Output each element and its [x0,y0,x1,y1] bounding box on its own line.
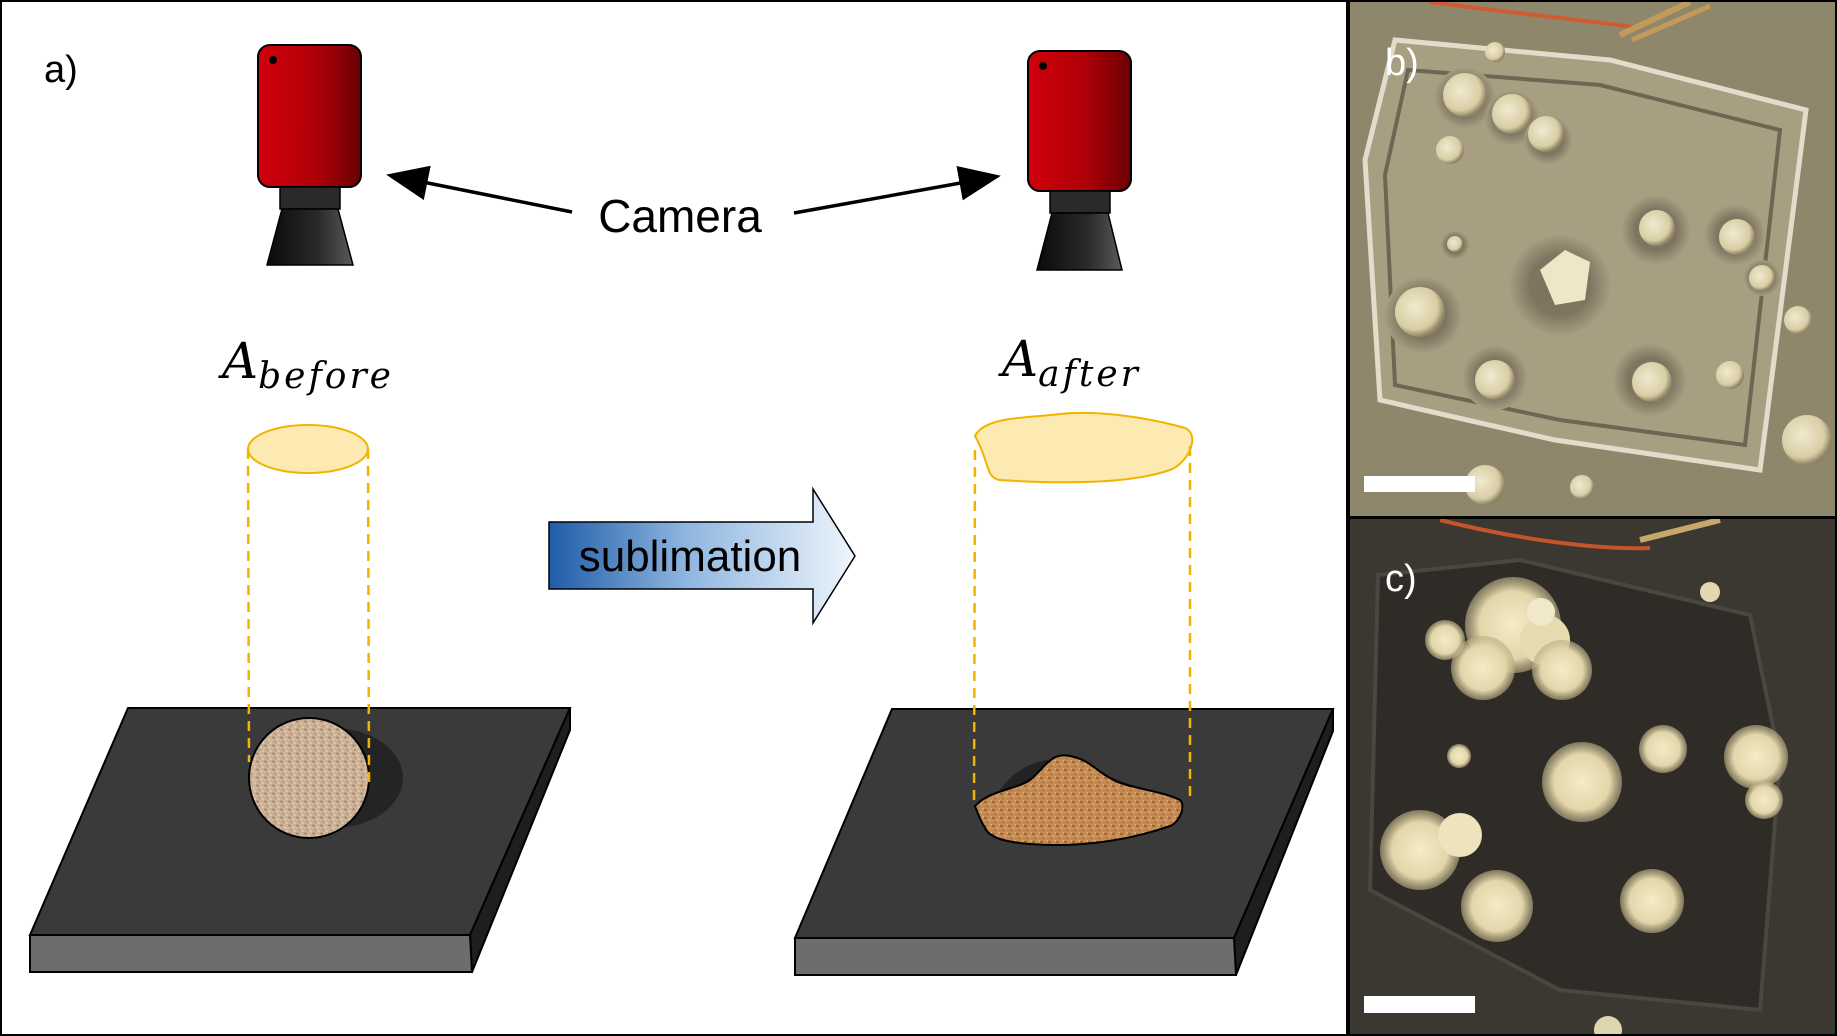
panel-c-label: c) [1385,558,1417,600]
panel-a: a) Camera Abefore Aafter [0,0,1348,1036]
area-after-subscript: after [1038,354,1141,395]
camera-icon [257,44,362,266]
panel-b: b) [1350,2,1835,516]
camera-icon [1027,50,1132,271]
sample-after [973,754,1184,847]
projection-lines [246,446,1192,807]
droplets [1385,42,1832,505]
scale-bar-c [1364,996,1475,1013]
sample-before [248,717,370,839]
projected-area-before [247,424,369,474]
process-arrow-icon: sublimation [548,486,856,626]
scale-bar-b [1364,476,1475,492]
area-after-symbol: A [998,330,1038,388]
double-headed-arrow-icon [386,165,573,214]
camera-label: Camera [598,190,762,242]
area-before-label: Abefore [218,332,394,397]
area-after-label: Aafter [998,330,1141,395]
process-label: sublimation [579,532,802,581]
deposits [1380,577,1788,1034]
area-before-subscript: before [258,356,394,397]
area-before-symbol: A [218,332,258,390]
panel-c: c) [1350,518,1835,1034]
panel-b-label: b) [1385,42,1419,84]
panel-a-label: a) [44,49,78,91]
projected-area-after [973,411,1194,484]
double-headed-arrow-icon [793,165,1001,215]
